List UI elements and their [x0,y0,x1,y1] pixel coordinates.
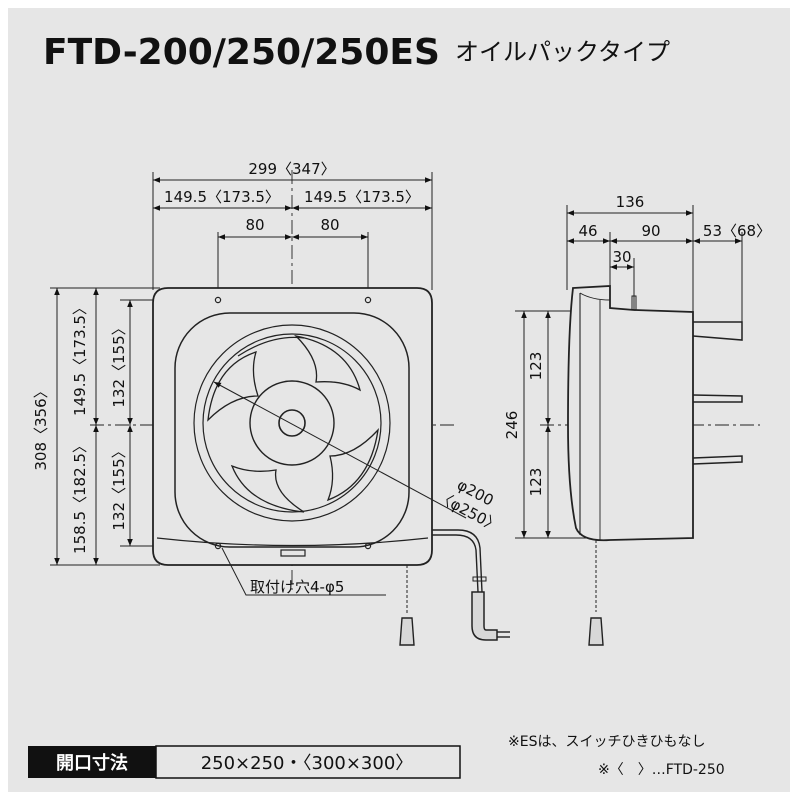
model-title: FTD-200/250/250ES [43,32,440,73]
dim-half-right: 149.5〈173.5〉 [304,188,420,206]
opening-label-box [28,746,156,778]
mount-hole-leader [221,547,386,596]
dim-depth-rear: 90 [641,222,660,240]
fan-blades [207,334,379,513]
dim-depth-front: 46 [578,222,597,240]
dim-offset: 30 [612,248,631,266]
dim-hole-right: 80 [320,216,339,234]
mount-holes-label: 取付け穴4-φ5 [250,578,344,596]
dim-depth-total: 136 [616,193,645,211]
rear-flange-top [692,321,743,341]
mount-hole [364,296,372,304]
dim-lower-hole: 132〈155〉 [110,443,128,530]
side-body [567,285,694,542]
dim-flange: 53〈68〉 [703,222,771,240]
rear-flange-low [692,455,743,465]
oil-pack-band [156,537,429,547]
dim-side-upper: 123 [527,352,545,381]
rear-flange-mid [692,394,743,403]
note-ftd250: ※〈 〉…FTD-250 [598,762,725,778]
note-es: ※ESは、スイッチひきひもなし [508,734,705,750]
fan-grille [174,312,410,548]
dimension-drawing: FTD-200/250/250ES オイルパックタイプ [28,32,771,779]
fan-hub [278,409,306,437]
diameter-leader [213,381,467,519]
dim-upper-outer: 149.5〈173.5〉 [71,300,89,416]
opening-label: 開口寸法 [56,752,128,774]
type-subtitle: オイルパックタイプ [455,38,670,66]
side-view [515,205,760,646]
dim-lower-outer: 158.5〈182.5〉 [71,438,89,554]
opening-value: 250×250・〈300×300〉 [201,753,414,774]
pull-knob [399,617,415,646]
mount-hole [214,296,222,304]
dim-hole-left: 80 [245,216,264,234]
front-view [50,170,510,646]
side-pull-knob [588,617,604,646]
pull-switch-tab [280,549,306,557]
dim-side-lower: 123 [527,468,545,497]
opening-value-box [155,745,461,779]
dim-half-left: 149.5〈173.5〉 [164,188,280,206]
dim-side-height: 246 [503,411,521,440]
dim-width-total: 299〈347〉 [248,160,335,178]
dim-height-total: 308〈356〉 [32,383,50,470]
power-plug [471,591,498,641]
diagram-frame: FTD-200/250/250ES オイルパックタイプ [8,8,790,792]
dim-upper-hole: 132〈155〉 [110,320,128,407]
power-cord [432,529,483,593]
